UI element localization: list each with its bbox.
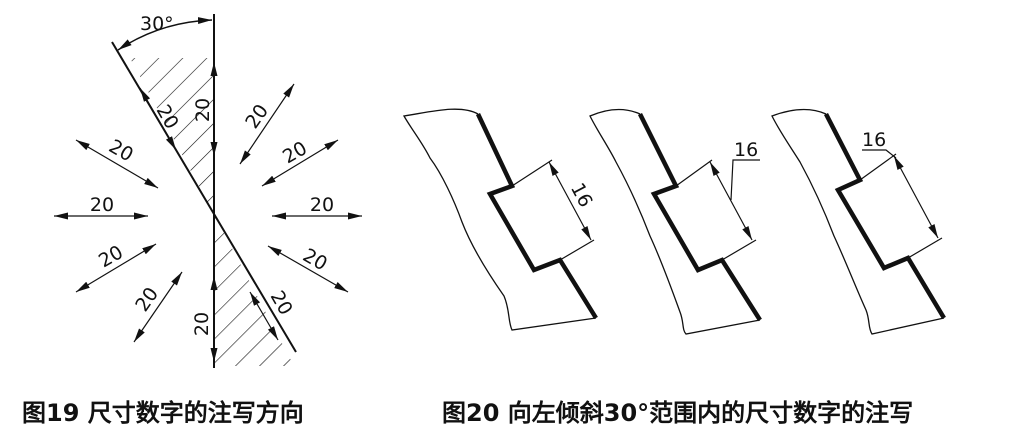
lower-vertical-dimension-text: 20 — [191, 312, 213, 336]
right-dimension-line-4 — [267, 245, 349, 293]
view-b-extension-top — [675, 159, 713, 187]
view-b-leader-line — [730, 159, 760, 201]
lower-hatch-dimension-line — [249, 291, 279, 341]
angle-arc — [117, 17, 213, 51]
view-c-dimension-text: 16 — [862, 129, 886, 151]
view-c-extension-bottom — [907, 237, 943, 259]
left-dimension-text-3: 20 — [95, 241, 127, 272]
view-b-break-boundary — [589, 108, 761, 335]
right-dimension-line-2 — [261, 139, 339, 187]
view-a-dimension-line — [548, 161, 592, 241]
left-dimension-line-4 — [133, 271, 183, 343]
right-dimension-text-1: 20 — [241, 100, 273, 132]
left-dimension-text-1: 20 — [105, 135, 137, 166]
figure-20: 16 16 16 — [402, 108, 946, 335]
view-a-break-boundary — [402, 108, 597, 331]
upper-hatch-dimension-line — [139, 87, 177, 151]
lower-slanted-edge — [213, 213, 297, 353]
right-dimension-text-2: 20 — [279, 137, 311, 168]
view-a: 16 — [402, 108, 598, 331]
view-c: 16 — [771, 108, 946, 335]
view-c-profile — [823, 112, 946, 320]
left-dimension-line-1 — [75, 139, 159, 189]
lower-hatch-dimension-text: 20 — [266, 287, 297, 319]
left-dimension-text-4: 20 — [131, 283, 163, 315]
view-a-profile — [475, 113, 598, 320]
upper-vertical-dimension-text: 20 — [192, 98, 214, 122]
angle-label: 30° — [140, 13, 174, 35]
left-dimension-text-2: 20 — [90, 194, 114, 216]
view-c-extension-top — [859, 153, 897, 181]
view-b-profile — [637, 112, 762, 322]
view-c-leader-line — [862, 149, 897, 159]
right-dimension-text-3: 20 — [310, 194, 334, 216]
view-b-dimension-text: 16 — [734, 139, 758, 161]
left-dimension-line-3 — [75, 243, 157, 293]
figure-20-caption: 图20 向左倾斜30°范围内的尺寸数字的注写 — [442, 399, 914, 427]
figure-19: 30° 20 20 20 20 20 20 20 20 20 20 20 20 — [54, 13, 362, 368]
view-b-dimension-line — [709, 161, 753, 241]
right-dimension-text-4: 20 — [299, 244, 331, 275]
view-a-extension-bottom — [559, 239, 595, 261]
view-b: 16 — [589, 108, 762, 335]
upper-hatched-sector — [130, 58, 214, 214]
view-c-break-boundary — [771, 108, 945, 335]
view-b-extension-bottom — [721, 239, 757, 261]
right-dimension-line-1 — [239, 83, 295, 165]
view-a-extension-top — [511, 159, 553, 187]
figure-19-caption: 图19 尺寸数字的注写方向 — [22, 399, 304, 427]
view-a-dimension-text: 16 — [566, 179, 597, 211]
view-c-dimension-line — [893, 155, 939, 239]
